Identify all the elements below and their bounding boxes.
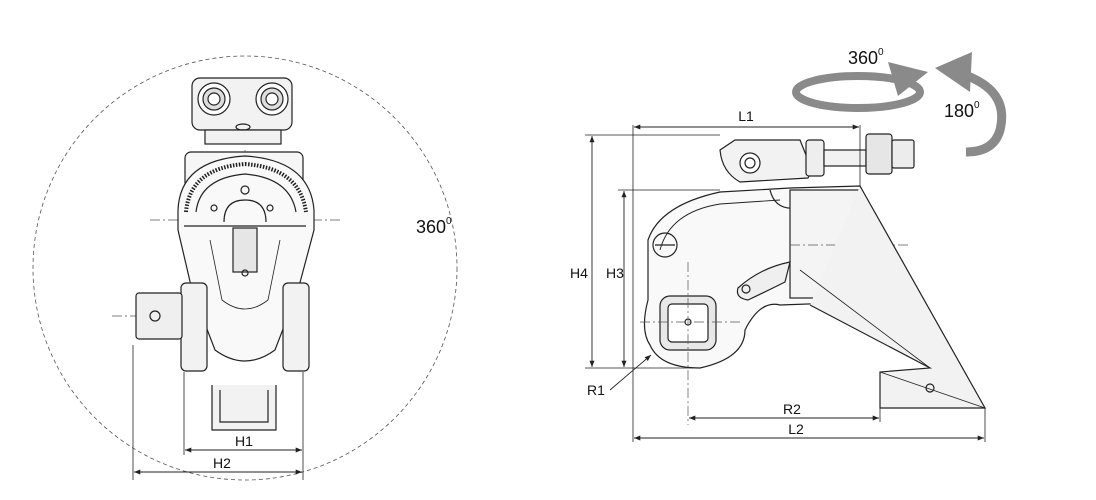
dim-label-h4: H4 — [570, 265, 588, 281]
plug — [652, 232, 678, 258]
rotation-arrow-horizontal — [792, 62, 928, 112]
dim-label-r2: R2 — [783, 401, 801, 417]
side-plate-right — [282, 282, 310, 372]
dim-label-l1: L1 — [738, 108, 754, 124]
swing-angle-label: 3600 — [416, 216, 452, 237]
dim-label-h1: H1 — [235, 433, 253, 449]
square-drive — [135, 292, 183, 340]
hose-fitting — [719, 133, 915, 183]
rotation-label-top: 3600 — [848, 47, 884, 68]
dim-label-l2: L2 — [788, 421, 804, 437]
swivel-connector — [191, 77, 293, 145]
dim-label-r1: R1 — [587, 382, 605, 398]
dim-line-r1 — [609, 354, 652, 391]
swing-circle — [32, 55, 458, 481]
piston — [232, 227, 258, 273]
rotation-arrow-vertical — [935, 52, 1007, 157]
ratchet-ring — [184, 161, 308, 213]
hub-bolt-top — [240, 185, 250, 195]
reaction-arm — [809, 185, 987, 409]
link-arm — [736, 261, 791, 301]
side-plate-left — [180, 282, 208, 372]
dim-label-h2: H2 — [213, 455, 231, 471]
reaction-foot — [211, 385, 277, 431]
side-view — [585, 52, 1007, 442]
dim-label-h3: H3 — [606, 265, 624, 281]
rotation-label-side: 1800 — [944, 100, 980, 121]
front-view — [32, 55, 458, 481]
